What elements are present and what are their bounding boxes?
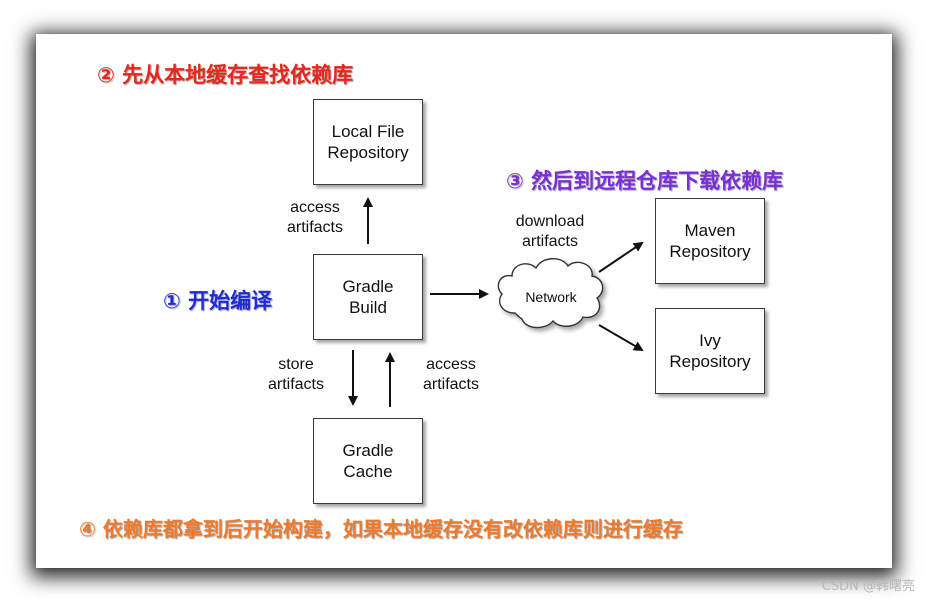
diagram-canvas	[36, 34, 892, 568]
edge-label-store-line2: artifacts	[267, 376, 324, 393]
edge-label-store-line1: store	[278, 356, 314, 373]
local-file-repository-box: Local File Repository	[313, 99, 423, 185]
edge-label-access-local-line1: access	[290, 199, 340, 216]
ivy-repo-line1: Ivy	[699, 331, 721, 350]
local-repo-line2: Repository	[327, 143, 409, 162]
csdn-watermark: CSDN @韩曙亮	[821, 579, 915, 594]
maven-repository-box: Maven Repository	[655, 198, 765, 284]
edge-label-download-line1: download	[515, 213, 585, 230]
annotation-step3: ③ 然后到远程仓库下载依赖库	[506, 169, 784, 193]
annotation-step1: ① 开始编译	[163, 289, 273, 313]
gradle-build-line2: Build	[349, 298, 387, 317]
edge-label-access-local: access artifacts	[270, 198, 360, 238]
annotation-step2: ② 先从本地缓存查找依赖库	[97, 63, 354, 87]
network-label: Network	[525, 289, 577, 305]
arrow-network-to-ivy	[598, 324, 644, 352]
edge-label-download-line2: artifacts	[521, 233, 578, 250]
annotation-step4: ④ 依赖库都拿到后开始构建，如果本地缓存没有改依赖库则进行缓存	[79, 517, 683, 541]
local-repo-line1: Local File	[331, 122, 405, 141]
edge-label-access-cache: access artifacts	[406, 355, 496, 395]
maven-repo-line2: Repository	[669, 242, 751, 261]
edge-label-access-cache-line1: access	[426, 356, 476, 373]
edge-label-download: download artifacts	[502, 212, 598, 252]
edge-label-access-local-line2: artifacts	[286, 219, 343, 236]
edge-label-store: store artifacts	[252, 355, 340, 395]
gradle-cache-box: Gradle Cache	[313, 418, 423, 504]
edge-label-access-cache-line2: artifacts	[422, 376, 479, 393]
gradle-cache-line2: Cache	[343, 462, 393, 481]
maven-repo-line1: Maven	[684, 221, 736, 240]
arrow-network-to-maven	[598, 241, 644, 273]
ivy-repo-line2: Repository	[669, 352, 751, 371]
gradle-build-box: Gradle Build	[313, 254, 423, 340]
network-cloud-icon	[497, 258, 604, 329]
ivy-repository-box: Ivy Repository	[655, 308, 765, 394]
gradle-build-line1: Gradle	[342, 277, 394, 296]
gradle-cache-line1: Gradle	[342, 441, 394, 460]
